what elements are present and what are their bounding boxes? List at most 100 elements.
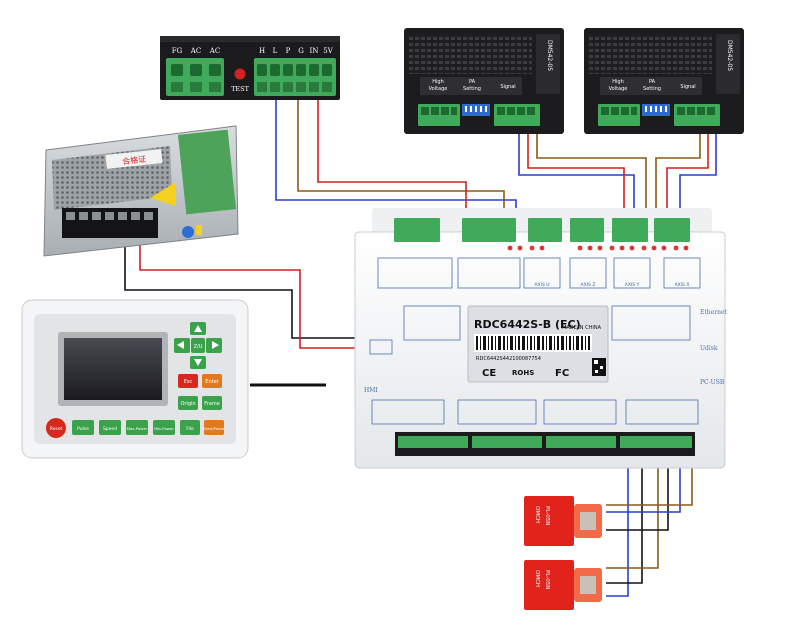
svg-text:Esc: Esc — [184, 379, 193, 385]
enter-button[interactable] — [202, 374, 222, 388]
stepper-driver-2: DM542-05 High Voltage PA Setting Signal — [584, 28, 744, 134]
top-connectors — [394, 218, 690, 242]
sensor-2-brand: OMCH — [534, 570, 540, 587]
speed-button[interactable] — [99, 420, 121, 435]
cert-text: 合格证 — [122, 154, 147, 166]
limit-sensor-1: OMCH PL-05N — [524, 496, 602, 546]
axis-x-label: AXIS X — [675, 282, 690, 288]
wires — [124, 92, 717, 597]
wire-red-driver2 — [666, 128, 709, 212]
terminal-label-p: P — [286, 47, 291, 55]
zu-button[interactable] — [191, 338, 205, 353]
svg-text:Voltage: Voltage — [429, 86, 448, 92]
sensor-1-brand: OMCH — [534, 506, 540, 523]
pcusb-label: PC-USB — [700, 379, 725, 386]
limit-sensor-2: OMCH PL-05N — [524, 560, 602, 610]
svg-text:Setting: Setting — [643, 86, 661, 92]
sensor-2-model: PL-05N — [544, 570, 550, 589]
reset-button[interactable] — [46, 418, 66, 438]
wire-red-laser — [317, 92, 467, 212]
wire-brown-driver2 — [655, 128, 701, 212]
nav-pad: Z/U — [174, 322, 222, 369]
frame-button[interactable] — [202, 396, 222, 410]
wire-black-sensors — [606, 450, 643, 584]
svg-text:Enter: Enter — [205, 379, 219, 385]
cert-label — [105, 149, 163, 169]
driver-2-signal-label: Signal — [680, 84, 695, 90]
left-arrow-icon — [177, 341, 184, 349]
made-in-china: MADE IN CHINA — [562, 325, 602, 331]
terminal-label-g: G — [298, 47, 304, 55]
lcd-screen — [64, 338, 162, 400]
terminal-label-in: IN — [310, 47, 319, 55]
wire-brown-driver1 — [536, 128, 647, 212]
wire-black-24v — [124, 240, 368, 339]
driver-1-signal-label: Signal — [500, 84, 515, 90]
driver-1-model: DM542-05 — [546, 40, 553, 71]
hmi-label: HMI — [364, 387, 378, 394]
svg-text:Speed: Speed — [103, 426, 117, 432]
svg-text:File: File — [186, 426, 194, 432]
wire-black-sensors-2 — [606, 450, 669, 531]
driver-2-pa-setting-label: PA — [649, 79, 656, 85]
wire-blue-driver2 — [679, 128, 717, 212]
ethernet-label: Ethernet — [700, 309, 727, 316]
axis-y-label: AXIS Y — [625, 282, 640, 288]
driver-1-high-voltage-label: High — [432, 79, 444, 85]
driver-2-high-voltage-label: High — [612, 79, 624, 85]
switching-power-supply: 合格证 — [43, 125, 239, 257]
driver-2-model: DM542-05 — [726, 40, 733, 71]
laser-power-supply: FG AC AC H L P G IN 5V TEST — [160, 36, 340, 100]
svg-text:Voltage: Voltage — [609, 86, 628, 92]
axis-z-label: AXIS Z — [581, 282, 596, 288]
terminal-label-ac1: AC — [190, 47, 201, 55]
wire-blue-laser — [275, 92, 517, 212]
svg-text:Reset: Reset — [50, 426, 63, 432]
control-panel: Z/U Esc Enter Origin Frame Reset Pulse S… — [21, 299, 249, 459]
wire-blue-sensors-2 — [606, 450, 681, 513]
wire-red-24v — [139, 240, 368, 349]
test-button[interactable] — [234, 68, 246, 80]
serial-number: RDC6442S442100087754 — [476, 356, 541, 362]
file-button[interactable] — [180, 420, 200, 435]
right-arrow-icon — [212, 341, 219, 349]
min-power-button[interactable] — [153, 420, 175, 435]
stepper-driver-1: DM542-05 High Voltage PA Setting Signal — [404, 28, 564, 134]
driver-1-pa-setting-label: PA — [469, 79, 476, 85]
wire-blue-sensors — [606, 450, 629, 597]
esc-button[interactable] — [178, 374, 198, 388]
max-power-button[interactable] — [126, 420, 148, 435]
udisk-label: Udisk — [700, 345, 718, 352]
cert-rohs: ROHS — [512, 369, 534, 377]
terminal-label-ac2: AC — [209, 47, 220, 55]
cert-fc: FC — [555, 368, 569, 379]
psu-circuit-board — [177, 129, 237, 215]
wire-brown-laser — [297, 92, 505, 212]
terminal-label-l: L — [273, 47, 278, 55]
svg-text:Setting: Setting — [463, 86, 481, 92]
svg-text:Pulse: Pulse — [77, 426, 89, 432]
cert-ce: CE — [482, 368, 496, 379]
up-arrow-icon — [194, 325, 202, 332]
test-label: TEST — [231, 85, 250, 93]
controller-model: RDC6442S-B (EC) — [474, 318, 581, 331]
sensor-1-model: PL-05N — [544, 506, 550, 525]
terminal-label-h: H — [259, 47, 265, 55]
wire-brown-sensors — [606, 450, 659, 569]
svg-text:Origin: Origin — [180, 401, 195, 407]
start-pause-button[interactable] — [204, 420, 224, 435]
svg-text:Z/U: Z/U — [194, 344, 203, 350]
svg-text:Min-Power: Min-Power — [154, 426, 174, 431]
axis-u-label: AXIS U — [534, 282, 549, 288]
pulse-button[interactable] — [72, 420, 94, 435]
terminal-label-5v: 5V — [323, 47, 333, 55]
terminal-label-fg: FG — [172, 47, 183, 55]
controller-rdc6442s: AXIS U AXIS Z AXIS Y AXIS X RDC6442S-B (… — [354, 208, 727, 469]
svg-text:Max-Power: Max-Power — [127, 426, 148, 431]
wire-blue-driver1 — [518, 128, 635, 212]
wire-red-driver1 — [527, 128, 625, 212]
svg-text:Start/Pause: Start/Pause — [204, 427, 225, 431]
origin-button[interactable] — [178, 396, 198, 410]
down-arrow-icon — [194, 359, 202, 366]
